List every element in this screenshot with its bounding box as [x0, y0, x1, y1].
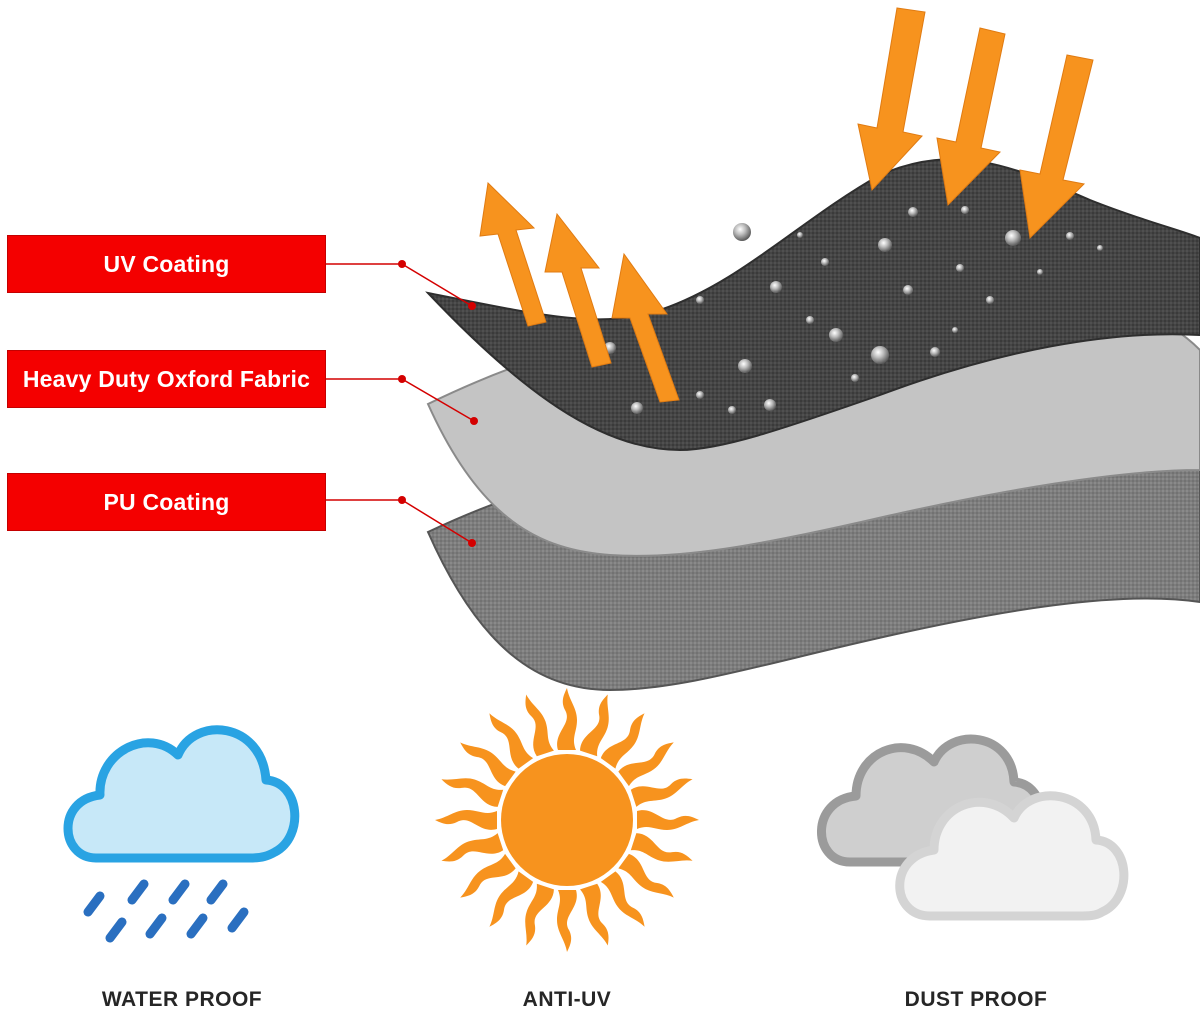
sun-ray [557, 688, 577, 750]
dust-proof-label: DUST PROOF [904, 988, 1048, 1011]
reflected-uv-arrows [479, 181, 680, 403]
sun-ray [600, 713, 645, 769]
sun-ray [435, 810, 497, 830]
sun-ray [580, 694, 609, 757]
pu-coating-label: PU Coating [7, 473, 326, 531]
sun-icon [435, 688, 699, 952]
sun-ray [637, 810, 699, 830]
sun-ray [580, 883, 609, 946]
sun-ray [618, 853, 674, 898]
sun-ray [525, 883, 554, 946]
sun-ray [441, 833, 504, 862]
sun-ray [557, 890, 577, 952]
sun-ray [489, 871, 534, 927]
sun-ray [600, 871, 645, 927]
dust-clouds-icon [817, 734, 1129, 921]
sun-ray [460, 742, 516, 787]
incoming-uv-arrows [857, 7, 1094, 240]
water-proof-label: WATER PROOF [101, 988, 263, 1011]
sun-ray [630, 778, 693, 807]
anti-uv-label: ANTI-UV [522, 988, 612, 1011]
rain-cloud-icon [63, 725, 300, 943]
uv-coating-label: UV Coating [7, 235, 326, 293]
oxford-fabric-label: Heavy Duty Oxford Fabric [7, 350, 326, 408]
sun-ray [630, 833, 693, 862]
sun-ray [441, 778, 504, 807]
sun-ray [460, 853, 516, 898]
leader-dots [398, 260, 478, 547]
sun-ray [489, 713, 534, 769]
sun-ray [525, 694, 554, 757]
sun-ray [618, 742, 674, 787]
